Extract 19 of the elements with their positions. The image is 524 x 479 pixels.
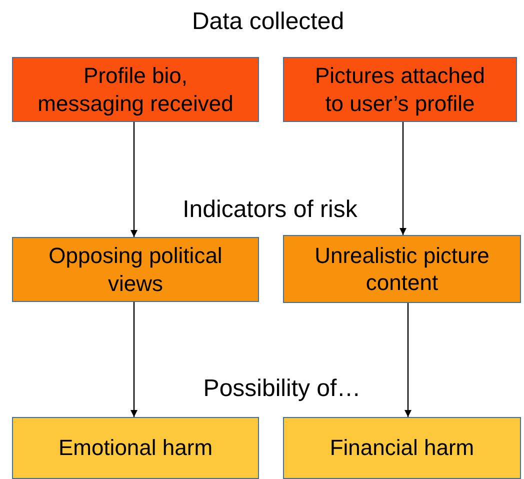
box-text: Financial harm: [330, 434, 474, 462]
arrow: [404, 303, 412, 417]
process-box: [283, 57, 517, 122]
box-text: Emotional harm: [58, 434, 213, 462]
arrow: [130, 122, 138, 237]
arrow: [400, 122, 406, 235]
section-heading: Indicators of risk: [182, 196, 358, 224]
process-box: [283, 417, 521, 479]
box-text: Unrealistic picture content: [314, 242, 490, 296]
box-text: Opposing political views: [48, 242, 224, 297]
section-heading: Possibility of…: [203, 375, 361, 403]
section-heading: Data collected: [192, 8, 344, 36]
process-box: [12, 237, 259, 302]
box-text: Profile bio, messaging received: [36, 62, 234, 117]
box-text: Pictures attached to user’s profile: [314, 62, 486, 117]
process-box: [283, 235, 521, 303]
arrow: [130, 302, 138, 417]
process-box: [12, 57, 259, 122]
process-box: [12, 417, 259, 479]
